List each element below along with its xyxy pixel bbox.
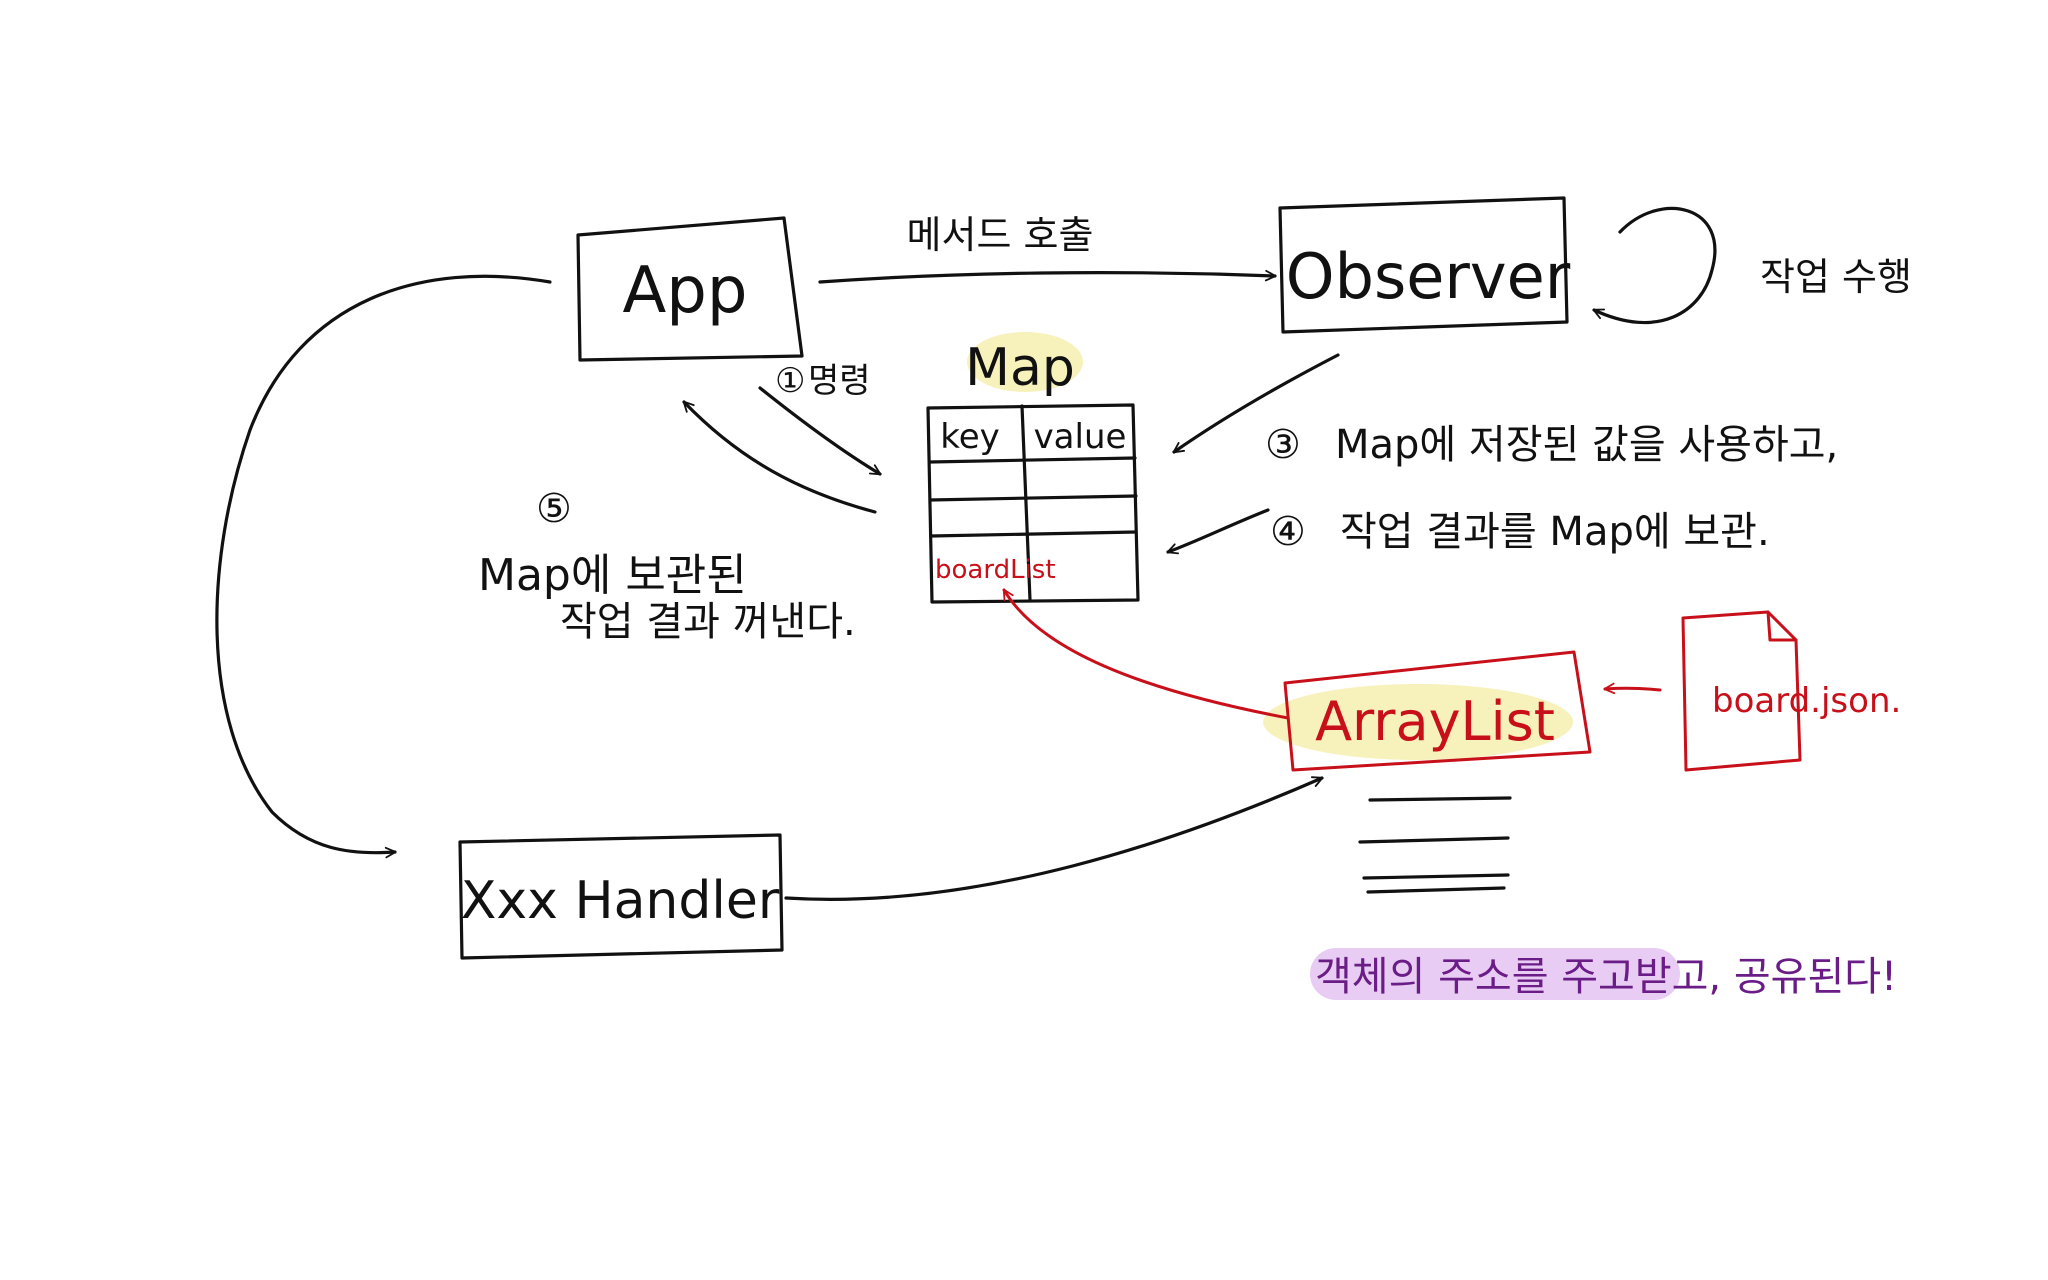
arraylist-items xyxy=(1358,796,1512,894)
method-call-label: 메서드 호출 xyxy=(907,213,1094,257)
step5-marker: ⑤ xyxy=(536,486,572,532)
step4-marker: ④ xyxy=(1270,509,1306,555)
handler-label: Xxx Handler xyxy=(461,871,780,931)
fetch-result-arrow xyxy=(682,400,877,514)
arraylist-label: ArrayList xyxy=(1315,690,1555,753)
method-call-arrow xyxy=(818,269,1277,284)
step1-label: 명령 xyxy=(808,361,871,401)
board-json-label: board.json. xyxy=(1712,681,1901,721)
store-result-arrow xyxy=(1166,508,1270,555)
observer-label: Observer xyxy=(1286,240,1571,313)
step3-marker: ③ xyxy=(1265,422,1301,468)
work-perform-label: 작업 수행 xyxy=(1760,255,1912,299)
map-title: Map xyxy=(965,338,1075,398)
note-highlight xyxy=(1310,948,1680,1000)
map-value-header: value xyxy=(1034,417,1127,457)
step1-marker: ① xyxy=(775,361,805,401)
use-map-arrow xyxy=(1172,353,1340,454)
map-key-header: key xyxy=(940,417,1000,457)
app-node: App xyxy=(576,216,804,362)
board-json-file: board.json. xyxy=(1681,610,1901,772)
arraylist-to-map-arrow xyxy=(1002,588,1290,720)
arraylist-highlight xyxy=(1263,684,1573,760)
observer-node: Observer xyxy=(1278,196,1571,334)
handler-to-arraylist-arrow xyxy=(784,776,1324,901)
step5-line2: 작업 결과 꺼낸다. xyxy=(560,599,856,645)
arraylist-node: ArrayList xyxy=(1283,650,1592,772)
app-label: App xyxy=(622,254,747,328)
map-table: key value boardList xyxy=(926,403,1140,604)
step3-label: Map에 저장된 값을 사용하고, xyxy=(1335,422,1838,468)
map-highlight xyxy=(967,332,1083,392)
command-arrow xyxy=(758,386,882,476)
observer-loop xyxy=(1592,206,1717,325)
step5-annotation: ⑤ Map에 보관된 작업 결과 꺼낸다. xyxy=(478,486,856,645)
step4-label: 작업 결과를 Map에 보관. xyxy=(1340,509,1770,555)
step5-line1: Map에 보관된 xyxy=(478,550,747,601)
file-to-arraylist-arrow xyxy=(1603,682,1662,695)
map-row-boardlist: boardList xyxy=(935,555,1056,585)
handler-node: Xxx Handler xyxy=(458,833,784,960)
sharing-note: 객체의 주소를 주고받고, 공유된다! xyxy=(1315,954,1897,1000)
app-to-handler-arrow xyxy=(215,274,552,859)
